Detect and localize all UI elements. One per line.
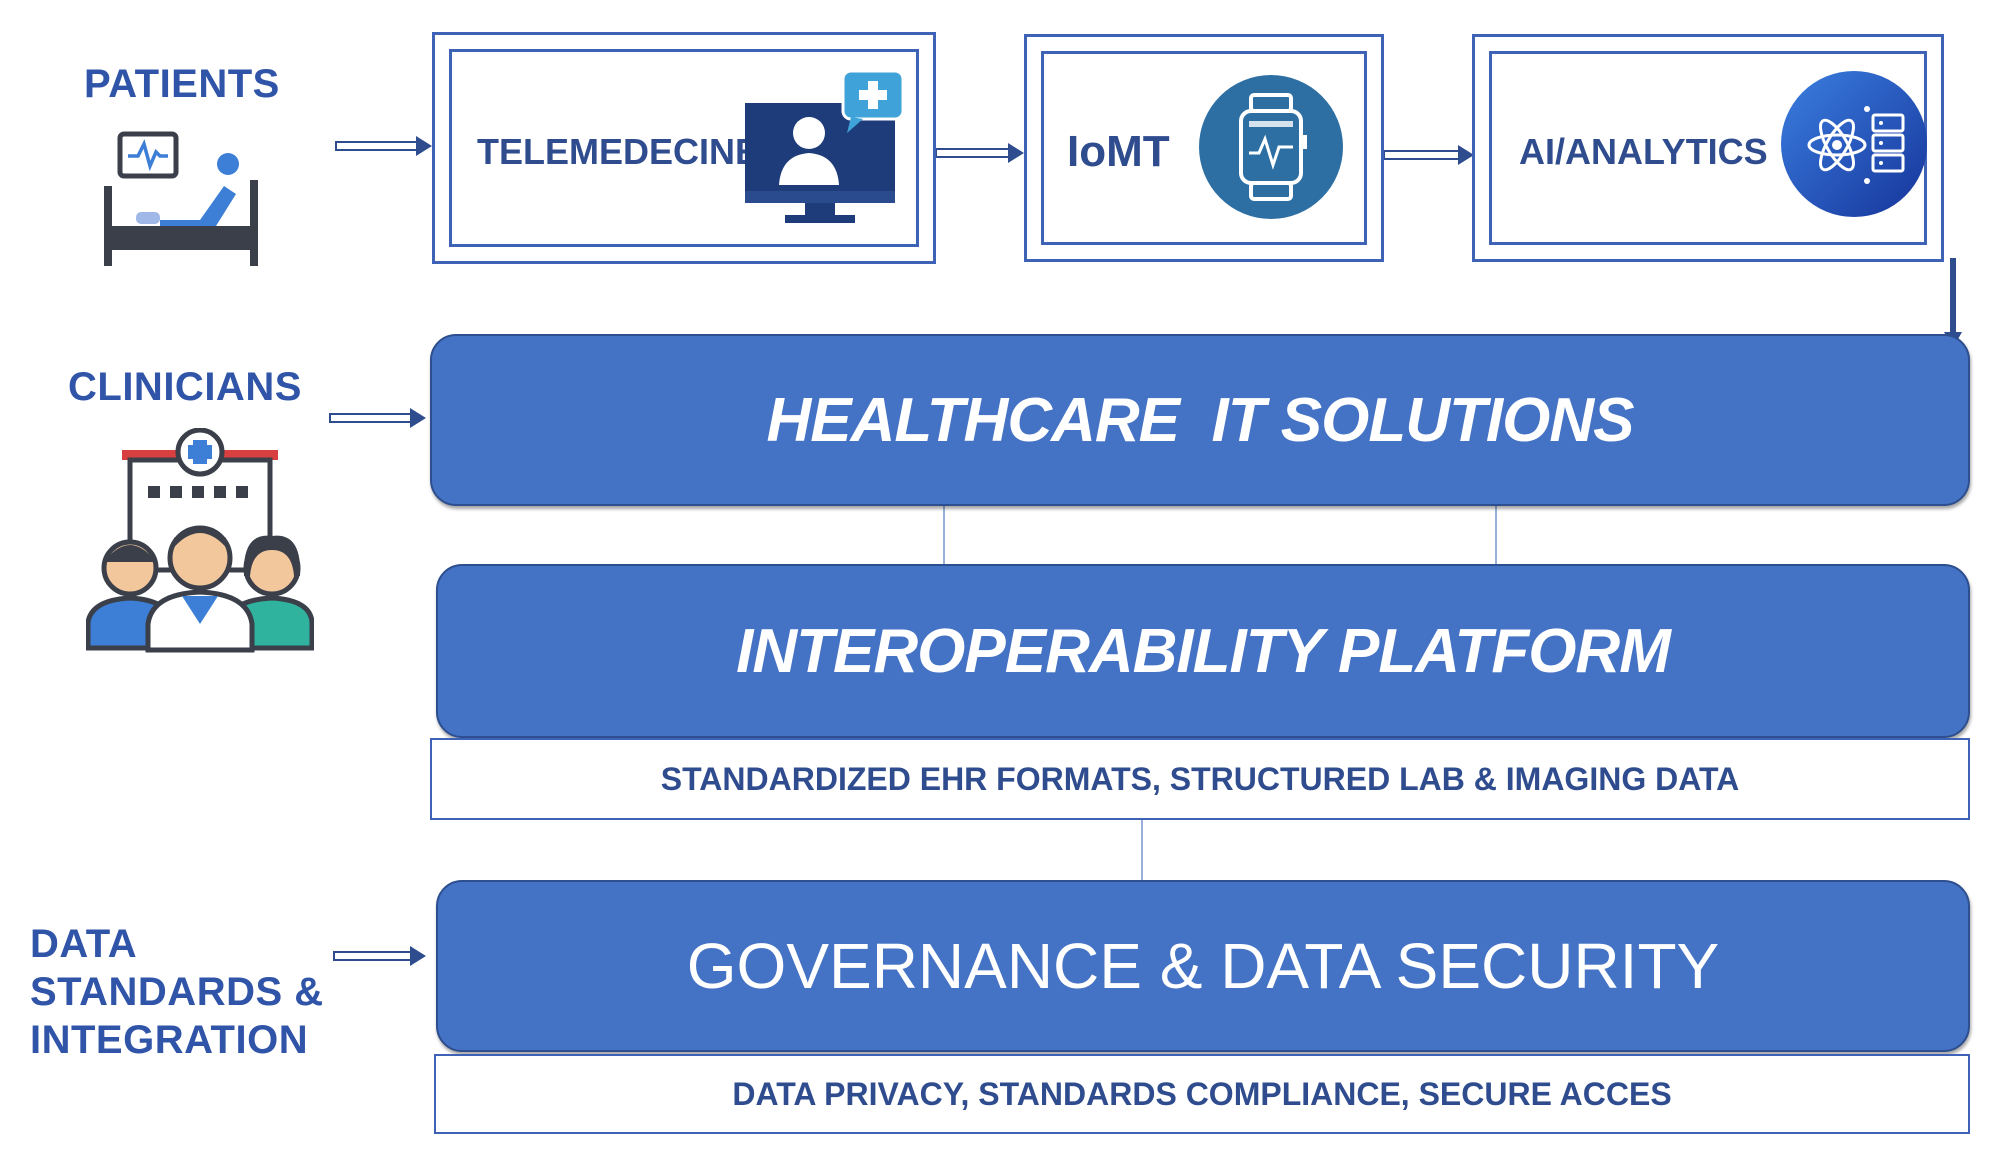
healthcare-it-solutions-title: HEALTHCARE IT SOLUTIONS [766, 385, 1635, 455]
governance-data-security-title: GOVERNANCE & DATA SECURITY [686, 930, 1720, 1002]
telemedicine-box: TELEMEDECINE [432, 32, 936, 264]
data-standards-line-1: DATA [30, 922, 138, 966]
healthcare-it-solutions-bar: HEALTHCARE IT SOLUTIONS [430, 334, 1970, 506]
interoperability-detail-text: STANDARDIZED EHR FORMATS, STRUCTURED LAB… [660, 760, 1740, 797]
data-standards-line-2: STANDARDS & [30, 970, 324, 1014]
smartwatch-icon [1199, 75, 1343, 219]
hospital-staff-icon [86, 428, 314, 653]
clinicians-to-healthcare-arrow [329, 408, 426, 428]
clinicians-label: CLINICIANS [68, 365, 302, 409]
iomt-to-ai-arrow [1383, 145, 1474, 165]
interoperability-platform-bar: INTEROPERABILITY PLATFORM [436, 564, 1970, 738]
interoperability-detail-box: STANDARDIZED EHR FORMATS, STRUCTURED LAB… [430, 738, 1970, 820]
iomt-label: IoMT [1067, 127, 1170, 176]
data-standards-line-3: INTEGRATION [30, 1018, 309, 1062]
interoperability-platform-title: INTEROPERABILITY PLATFORM [736, 616, 1671, 686]
connector-center [1141, 820, 1143, 880]
connector-left [943, 506, 945, 564]
governance-data-security-bar: GOVERNANCE & DATA SECURITY [436, 880, 1970, 1052]
governance-detail-box: DATA PRIVACY, STANDARDS COMPLIANCE, SECU… [434, 1054, 1970, 1134]
governance-detail-text: DATA PRIVACY, STANDARDS COMPLIANCE, SECU… [732, 1075, 1672, 1112]
connector-right [1495, 506, 1497, 564]
iomt-box: IoMT [1024, 34, 1384, 262]
telemedicine-to-iomt-arrow [935, 143, 1024, 163]
computer-doctor-icon [745, 69, 905, 223]
hospital-bed-monitor-icon [104, 131, 258, 266]
data-standards-label: DATA STANDARDS & INTEGRATION [30, 920, 324, 1064]
atom-server-icon [1781, 71, 1927, 217]
patients-label: PATIENTS [84, 62, 280, 106]
ai-analytics-label: AI/ANALYTICS [1519, 131, 1768, 172]
patients-to-telemedicine-arrow [335, 136, 432, 156]
ai-analytics-box: AI/ANALYTICS [1472, 34, 1944, 262]
telemedicine-label: TELEMEDECINE [477, 131, 760, 172]
data-standards-to-governance-arrow [333, 946, 426, 966]
